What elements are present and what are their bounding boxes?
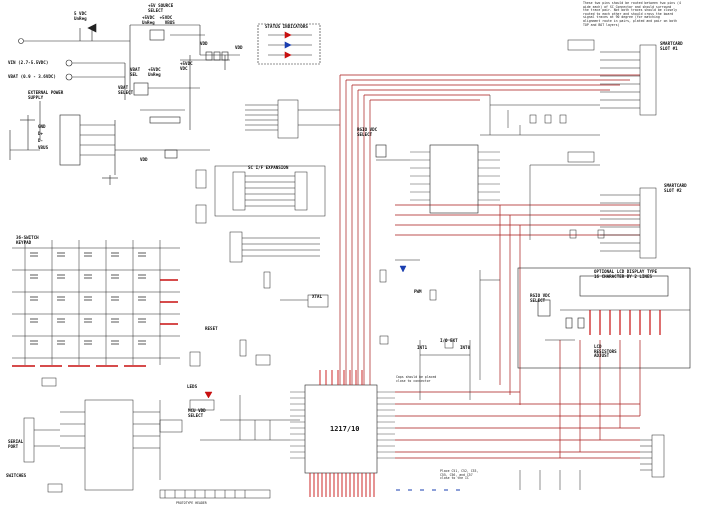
label-vin-range: VIN (2.7-5.5VDC) [8,60,49,65]
mcu-bottom-pins [309,473,375,497]
label-cap-note: Caps should be placed close to connector [396,375,437,383]
label-dplus: D+ [38,131,44,136]
label-dminus: D- [38,138,44,143]
label-vdd: VDD [140,157,148,162]
bottom-right-connector [519,434,665,490]
center-ic [375,144,500,214]
label-int1: INT1 [417,345,428,350]
label-io-ext: I/O EXT [440,338,458,343]
label-io-select: RGIO VDC SELECT [357,127,378,137]
label-switches: SWITCHES [6,473,27,478]
label-vbus: VBUS [38,145,49,150]
label-vbat-select: VBAT SELECT [118,85,134,95]
label-pwm: PWM [414,289,422,294]
keypad-grid [12,240,180,367]
label-smartcard-slot-1: SMARTCARD SLOT #1 [660,41,683,51]
smartcard-slot-2 [529,151,657,259]
label-mcu-vdd-select: MCU VDD SELECT [188,408,206,418]
bus-traces [339,74,641,459]
label-status-indicators: STATUS INDICATORS [265,24,308,29]
label-gnd: GND [38,124,46,129]
label-vbat-range: VBAT (0.9 - 3.6VDC) [8,74,56,79]
label-keypad: 36-SWITCH KEYPAD [16,235,39,245]
mcu-top-pins [319,370,363,385]
label-xtal: XTAL [312,294,323,299]
resistor-array [245,99,340,139]
label-smartcard-slot-2: SMARTCARD SLOT #2 [664,183,687,193]
power-section [9,23,240,185]
label-lcd-title: OPTIONAL LCD DISPLAY TYPE 16 CHARACTER B… [594,269,658,279]
label-lcd-vdc-select: RGIO VDC SELECT [530,293,551,303]
mcu-block [290,384,395,474]
label-external-power: EXTERNAL POWER SUPPLY [28,90,64,100]
serial-port-block [23,377,161,493]
label-mcu: 1217/10 [330,425,360,433]
label-vdd-2: VDD [235,45,243,50]
smartcard-slot-1 [480,39,657,136]
label-5vdc-unreg-2: +5VDC UnReg [148,67,161,77]
label-serial-port: SERIAL PORT [8,439,24,449]
label-cap-placement: Place C51, C52, C53, C55, C56, and C57 c… [440,469,479,481]
sc-if-expansion [195,165,326,263]
label-5v-unreg: 5 VDC UnReg [74,11,87,21]
label-prototype-header: PROTOTYPE HEADER [176,501,207,505]
label-leds: LEDS [187,384,198,389]
label-vbat-sel: VBAT SEL [130,67,141,77]
label-5vdc-vdc: +5VDC VDC [180,61,193,71]
status-indicator-block [257,23,321,65]
label-lcd-resistors: LCD RESISTORS ADJUST [594,344,617,359]
label-5v-source-select: +5V SOURCE SELECT [148,3,174,13]
misc-center [159,259,500,441]
label-vdd-1: VDD [200,41,208,46]
label-sc-if-expansion: SC I/F EXPANSION [248,165,289,170]
label-top-note: These two pins should be routed between … [583,1,681,27]
label-int0: INT0 [460,345,471,350]
bus-header [159,489,271,499]
label-reset: RESET [205,326,218,331]
label-5v-unreg-vbus: +5VDC +5VDC UnReg VBUS [142,15,175,25]
lcd-block [517,267,691,369]
